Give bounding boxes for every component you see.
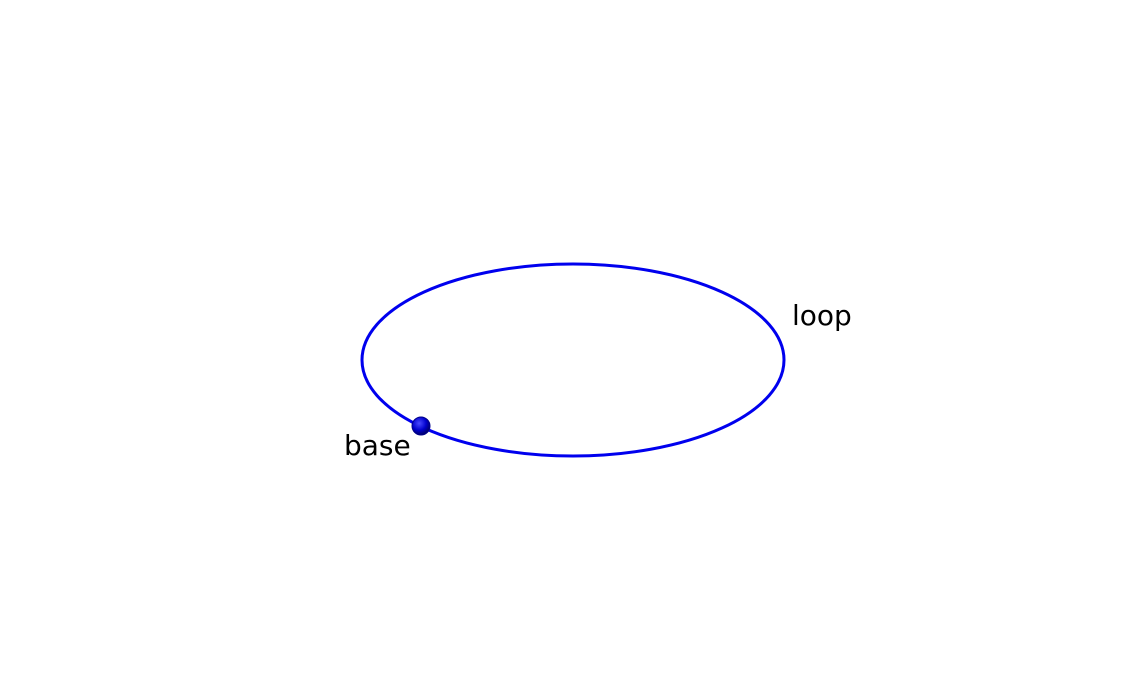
loop-label: loop [792, 299, 852, 332]
loop-curve [360, 262, 786, 458]
base-label: base [344, 429, 411, 462]
base-point [411, 416, 431, 436]
